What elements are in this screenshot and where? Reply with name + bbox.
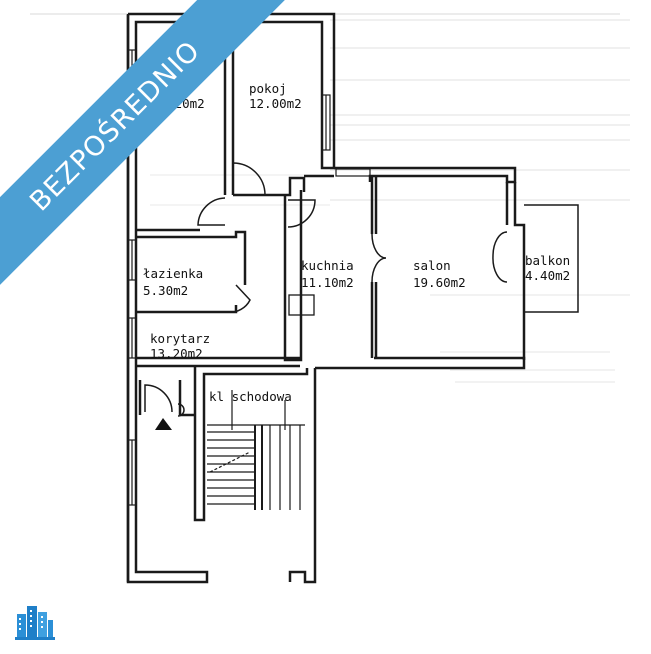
kuchnia-name: kuchnia <box>301 258 354 273</box>
kuchnia-area: 11.10m2 <box>301 275 354 290</box>
lazienka-area: 5.30m2 <box>143 283 188 298</box>
door-kitchen <box>287 199 316 228</box>
pokoj-left-area: 15.20m2 <box>152 96 205 111</box>
pokoj-left-name: pokoj <box>152 81 190 96</box>
balkon-name: balkon <box>525 253 570 268</box>
bottom-wall-right <box>315 356 526 370</box>
window-kitchen <box>335 168 371 177</box>
door-pokoj-left <box>197 197 226 226</box>
salon-name: salon <box>413 258 451 273</box>
salon-right-wall <box>513 182 526 360</box>
door-entrance <box>144 384 173 413</box>
pokoj-right-area: 12.00m2 <box>249 96 302 111</box>
lazienka-name: łazienka <box>143 266 203 281</box>
building-logo-icon <box>15 606 55 640</box>
door-balcony-double <box>492 231 508 283</box>
kitchen-left-wall <box>283 190 303 362</box>
pokoj-right-bottom-wall <box>233 176 306 197</box>
klatka-name: kl schodowa <box>209 389 292 404</box>
lazienka-bottom-wall <box>136 305 238 314</box>
stairwell-outline <box>193 366 317 584</box>
salon-area: 19.60m2 <box>413 275 466 290</box>
korytarz-area: 13.20m2 <box>150 346 203 361</box>
background-scan-text <box>30 13 630 383</box>
balcony-outline <box>524 204 579 313</box>
door-salon-double <box>371 233 387 283</box>
entrance-triangle-icon <box>155 418 172 430</box>
kitchen-salon-wall <box>370 176 378 358</box>
balkon-area: 4.40m2 <box>525 268 570 283</box>
corridor-bottom <box>136 356 301 368</box>
staircase <box>207 390 305 510</box>
pokoj-right-name: pokoj <box>249 81 287 96</box>
door-lazienka <box>227 284 251 313</box>
korytarz-name: korytarz <box>150 331 210 346</box>
room-labels: pokoj 15.20m2 pokoj 12.00m2 łazienka 5.3… <box>143 81 570 404</box>
door-pokoj-right <box>232 162 266 196</box>
